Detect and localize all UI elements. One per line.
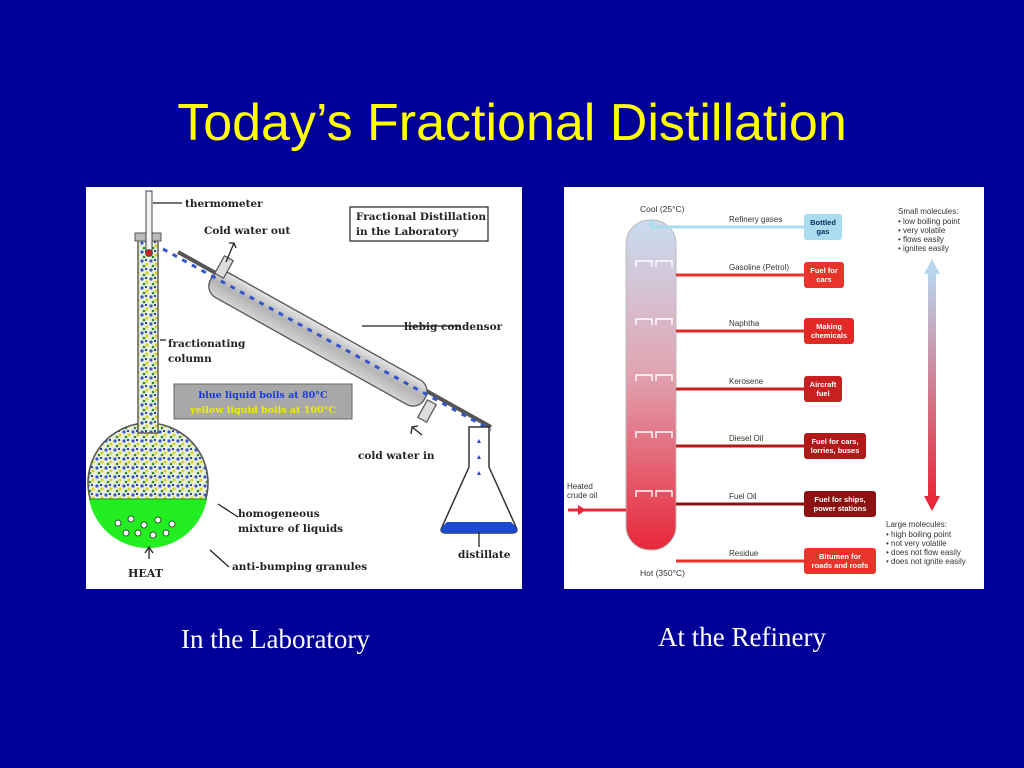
large-prop-4: • does not ignite easily [886, 557, 966, 566]
fraction-use-text: roads and roofs [812, 561, 869, 570]
fraction-use-text: lorries, buses [811, 446, 860, 455]
fraction-name: Refinery gases [729, 215, 782, 224]
lab-header-line1: Fractional Distillation [356, 211, 486, 223]
anti-bumping-label: anti-bumping granules [232, 561, 367, 573]
fraction-use-box [804, 548, 876, 574]
small-prop-2: • very volatile [898, 226, 946, 235]
fraction-use-text: fuel [816, 389, 829, 398]
fraction-name: Diesel Oil [729, 434, 763, 443]
tower-trays [635, 260, 673, 497]
fraction-use-text: chemicals [811, 331, 847, 340]
molecule-size-arrow [924, 259, 940, 511]
cold-water-out-label: Cold water out [204, 225, 291, 237]
liebig-condenser [162, 247, 492, 432]
lab-diagram: Fractional Distillation in the Laborator… [86, 187, 522, 589]
fraction-use-box [804, 262, 844, 288]
blue-boils-label: blue liquid boils at 80°C [198, 390, 328, 401]
annotation-arrows [144, 242, 480, 568]
small-prop-4: • ignites easily [898, 244, 949, 253]
fraction-use-box [804, 491, 876, 517]
mixture-label: mixture of liquids [238, 523, 343, 535]
heat-label: HEAT [128, 567, 164, 580]
fraction-row: Fuel Oil Fuel for ships,power stations [676, 491, 876, 517]
fraction-use-box [804, 376, 842, 402]
fraction-use-box [804, 214, 842, 240]
fraction-use-text: Fuel for [810, 266, 838, 275]
liebig-condensor-label: liebig condensor [404, 321, 503, 333]
heated-label: Heated [567, 482, 593, 491]
fraction-use-text: Bottled [810, 218, 836, 227]
caption-refinery: At the Refinery [658, 622, 826, 652]
column-label: column [168, 353, 212, 365]
small-prop-1: • low boiling point [898, 217, 961, 226]
large-prop-1: • high boiling point [886, 530, 952, 539]
fraction-use-text: power stations [814, 504, 867, 513]
fraction-use-text: gas [817, 227, 830, 236]
top-temperature-label: Cool (25°C) [640, 204, 685, 214]
fraction-name: Fuel Oil [729, 492, 757, 501]
conical-flask [440, 426, 518, 534]
slide-title: Today’s Fractional Distillation [177, 94, 847, 152]
homogeneous-label: homogeneous [238, 508, 320, 520]
fractionating-column [134, 232, 162, 434]
refinery-diagram: Cool (25°C) Hot (350°C) Heated crude oil… [564, 187, 984, 589]
fraction-use-text: cars [816, 275, 831, 284]
fraction-use-box [804, 318, 854, 344]
large-prop-3: • does not flow easily [886, 548, 961, 557]
yellow-boils-label: yellow liquid boils at 100°C [189, 405, 336, 416]
fraction-use-text: Fuel for ships, [814, 495, 865, 504]
thermometer-label: thermometer [185, 198, 263, 210]
thermometer: thermometer [145, 190, 263, 257]
fraction-name: Gasoline (Petrol) [729, 263, 789, 272]
caption-laboratory: In the Laboratory [181, 624, 370, 654]
fraction-row: Diesel Oil Fuel for cars,lorries, buses [676, 433, 866, 459]
fraction-name: Kerosene [729, 377, 764, 386]
small-prop-3: • flows easily [898, 235, 944, 244]
crude-oil-label: crude oil [567, 491, 597, 500]
fraction-name: Naphtha [729, 319, 760, 328]
crude-oil-input: Heated crude oil [567, 482, 626, 515]
small-molecules-title: Small molecules: [898, 207, 958, 216]
bottom-temperature-label: Hot (350°C) [640, 568, 685, 578]
large-prop-2: • not very volatile [886, 539, 947, 548]
lab-header-box: Fractional Distillation in the Laborator… [349, 206, 489, 242]
round-bottom-flask [87, 422, 209, 549]
boiling-points-box: blue liquid boils at 80°C yellow liquid … [173, 383, 353, 420]
fraction-use-text: Bitumen for [819, 552, 861, 561]
lab-header-line2: in the Laboratory [356, 226, 459, 238]
fraction-use-text: Aircraft [810, 380, 837, 389]
large-molecules-title: Large molecules: [886, 520, 947, 529]
cold-water-in-label: cold water in [358, 450, 435, 462]
fraction-use-text: Fuel for cars, [811, 437, 858, 446]
fraction-name: Residue [729, 549, 759, 558]
fraction-use-box [804, 433, 866, 459]
distillate-label: distillate [458, 549, 511, 561]
fractionating-label: fractionating [168, 338, 246, 350]
fractionating-tower [625, 219, 677, 551]
fraction-use-text: Making [816, 322, 842, 331]
